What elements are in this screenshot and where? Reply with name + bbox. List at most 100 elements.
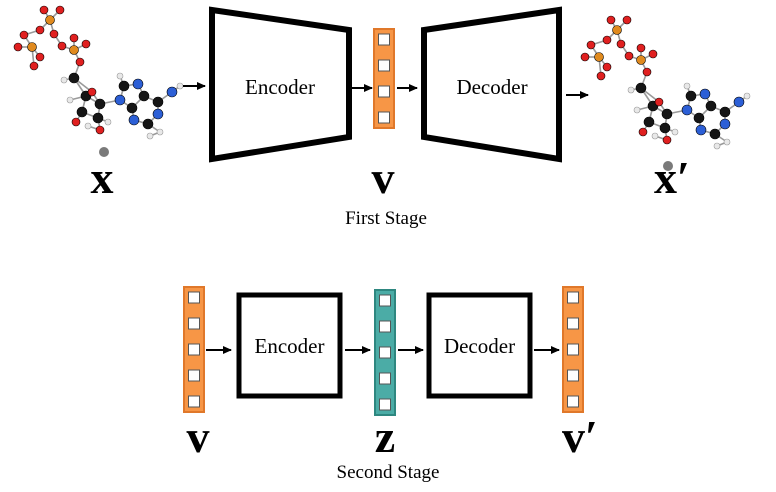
- carbon-atom: [94, 98, 106, 110]
- carbon-atom: [659, 122, 671, 134]
- second-input-variable-v: v: [187, 411, 210, 462]
- first-stage-caption: First Stage: [345, 208, 427, 229]
- output-marker-dot: [663, 161, 673, 171]
- first-latent-vector-cell: [378, 33, 390, 46]
- nitrogen-atom: [733, 96, 745, 108]
- oxygen-atom: [87, 87, 97, 97]
- hydrogen-atom: [66, 96, 74, 104]
- oxygen-atom: [75, 57, 85, 67]
- first-latent-vector-cell: [378, 111, 390, 124]
- second-output-vector-cell: [567, 395, 579, 408]
- second-input-vector-cell: [188, 291, 200, 304]
- oxygen-atom: [13, 42, 23, 52]
- first-latent-vector-cell: [378, 59, 390, 72]
- second-latent-vector-cell: [379, 294, 391, 307]
- oxygen-atom: [71, 117, 81, 127]
- first-encoder-trapezoid: [209, 6, 352, 163]
- carbon-atom: [68, 72, 80, 84]
- hydrogen-atom: [651, 132, 659, 140]
- hydrogen-atom: [60, 76, 68, 84]
- oxygen-atom: [57, 41, 67, 51]
- second-input-vector-cell: [188, 317, 200, 330]
- nitrogen-atom: [695, 124, 707, 136]
- second-output-vector: [562, 286, 584, 413]
- nitrogen-atom: [128, 114, 140, 126]
- carbon-atom: [76, 106, 88, 118]
- second-input-vector: [183, 286, 205, 413]
- second-output-vector-cell: [567, 343, 579, 356]
- phosphorus-atom: [27, 42, 37, 52]
- nitrogen-atom: [152, 108, 164, 120]
- hydrogen-atom: [743, 92, 751, 100]
- input-variable-x: x: [91, 152, 114, 203]
- carbon-atom: [685, 90, 697, 102]
- hydrogen-atom: [176, 82, 184, 90]
- hydrogen-atom: [116, 72, 124, 80]
- nitrogen-atom: [699, 88, 711, 100]
- second-latent-vector-cell: [379, 372, 391, 385]
- oxygen-atom: [602, 62, 612, 72]
- second-input-vector-cell: [188, 395, 200, 408]
- hydrogen-atom: [723, 138, 731, 146]
- second-output-vector-cell: [567, 369, 579, 382]
- first-encoder-label: Encoder: [245, 75, 315, 99]
- oxygen-atom: [622, 15, 632, 25]
- carbon-atom: [719, 106, 731, 118]
- input-molecule: [13, 5, 184, 140]
- oxygen-atom: [69, 33, 79, 43]
- second-input-vector-cell: [188, 343, 200, 356]
- oxygen-atom: [586, 40, 596, 50]
- carbon-atom: [142, 118, 154, 130]
- second-decoder-box: [426, 292, 533, 399]
- first-latent-vector-cell: [378, 85, 390, 98]
- carbon-atom: [705, 100, 717, 112]
- second-output-vector-cell: [567, 291, 579, 304]
- second-latent-variable-z: z: [375, 411, 395, 462]
- hydrogen-atom: [683, 82, 691, 90]
- hydrogen-atom: [671, 128, 679, 136]
- oxygen-atom: [602, 35, 612, 45]
- first-decoder-label: Decoder: [456, 75, 527, 99]
- oxygen-atom: [49, 29, 59, 39]
- oxygen-atom: [39, 5, 49, 15]
- hydrogen-atom: [627, 86, 635, 94]
- phosphorus-atom: [45, 15, 55, 25]
- nitrogen-atom: [681, 104, 693, 116]
- oxygen-atom: [638, 127, 648, 137]
- oxygen-atom: [624, 51, 634, 61]
- oxygen-atom: [29, 61, 39, 71]
- hydrogen-atom: [146, 132, 154, 140]
- second-output-variable-v-prime: v′: [562, 411, 598, 462]
- first-latent-vector-body: [373, 28, 395, 129]
- carbon-atom: [138, 90, 150, 102]
- oxygen-atom: [636, 43, 646, 53]
- oxygen-atom: [648, 49, 658, 59]
- carbon-atom: [693, 112, 705, 124]
- oxygen-atom: [654, 97, 664, 107]
- hydrogen-atom: [156, 128, 164, 136]
- carbon-atom: [661, 108, 673, 120]
- nitrogen-atom: [114, 94, 126, 106]
- nitrogen-atom: [166, 86, 178, 98]
- second-input-vector-cell: [188, 369, 200, 382]
- phosphorus-atom: [612, 25, 622, 35]
- output-variable-x-prime: x′: [654, 152, 690, 203]
- nitrogen-atom: [719, 118, 731, 130]
- carbon-atom: [92, 112, 104, 124]
- latent-variable-v: v: [372, 152, 395, 203]
- hydrogen-atom: [84, 122, 92, 130]
- carbon-atom: [126, 102, 138, 114]
- carbon-atom: [643, 116, 655, 128]
- oxygen-atom: [580, 52, 590, 62]
- carbon-atom: [709, 128, 721, 140]
- second-encoder-label: Encoder: [255, 334, 325, 358]
- second-latent-vector: [374, 289, 396, 416]
- oxygen-atom: [642, 67, 652, 77]
- oxygen-atom: [35, 25, 45, 35]
- oxygen-atom: [19, 30, 29, 40]
- first-decoder-trapezoid: [421, 6, 562, 163]
- second-decoder-label: Decoder: [444, 334, 515, 358]
- second-latent-vector-cell: [379, 398, 391, 411]
